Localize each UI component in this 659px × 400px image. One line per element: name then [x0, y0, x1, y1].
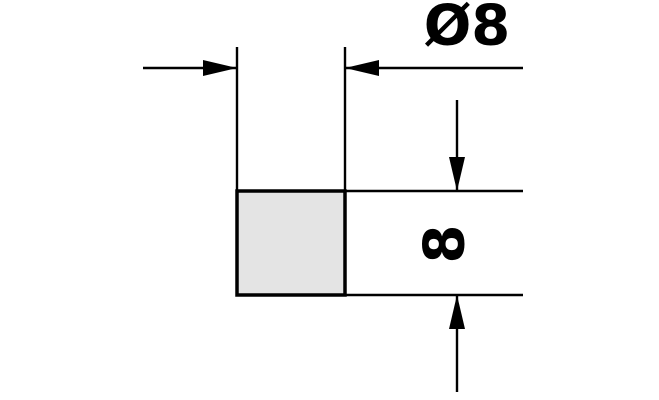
height-label: 8 [413, 225, 478, 264]
width-arrow-right-icon [203, 60, 237, 76]
height-arrow-down-icon [449, 157, 465, 191]
width-arrow-left-icon [345, 60, 379, 76]
diameter-label: Ø8 [424, 0, 511, 59]
height-arrow-up-icon [449, 295, 465, 329]
part-square [235, 189, 347, 297]
